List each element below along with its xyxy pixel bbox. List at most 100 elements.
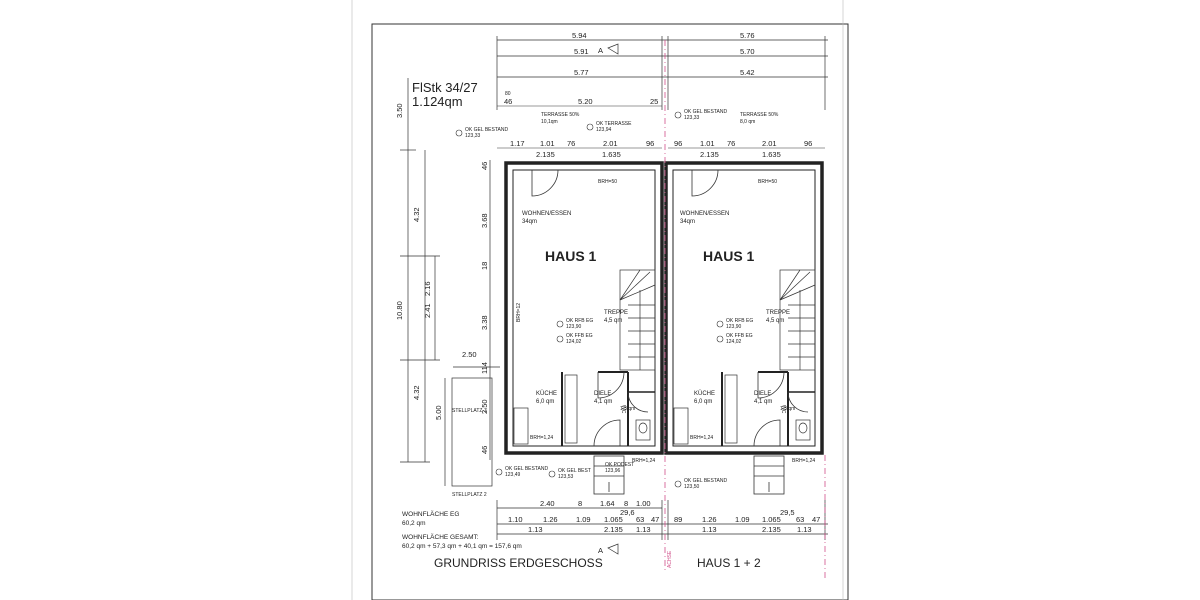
top-dim-right-2: 5.70: [740, 47, 755, 56]
parapet-2: BRH=50: [758, 179, 777, 185]
plan-subtitle: HAUS 1 + 2: [697, 556, 761, 570]
parking-length: 5.00: [434, 405, 443, 420]
stair-area-1: 4,5 qm: [604, 318, 622, 324]
parking-width: 2.50: [462, 350, 477, 359]
front-dim-2-2: 1.01: [700, 139, 715, 148]
inner-dim-7: 46: [480, 446, 489, 454]
terrace-dim-1: 46: [504, 97, 512, 106]
terrace-label-2: TERRASSE 50%: [740, 112, 779, 118]
level-marker-icon: [495, 468, 503, 476]
wc-area-1: 1,3 qm: [620, 406, 635, 412]
house-label-1: HAUS 1: [545, 248, 597, 264]
inner-dim-2: 3.68: [480, 213, 489, 228]
living-label-1: WOHNEN/ESSEN: [522, 211, 571, 217]
entrance-steps: [593, 455, 785, 495]
bottom-dimensions: [496, 500, 828, 540]
parcel-label: FlStk 34/27: [412, 80, 478, 95]
front-dim-1-2: 1.01: [540, 139, 555, 148]
parapet-1: BRH=50: [598, 179, 617, 185]
section-arrow-top: [607, 43, 619, 55]
front-sub-1-1: 2.135: [536, 150, 555, 159]
ffb-label-1: OK FFB EG: [566, 333, 593, 339]
living-label-2: WOHNEN/ESSEN: [680, 211, 729, 217]
ffb-val-2: 124,02: [726, 339, 742, 345]
front-dim-1-1: 1.17: [510, 139, 525, 148]
bottom-level2-val-1: 123,53: [558, 474, 574, 480]
bottom-row1-2: 8: [578, 499, 582, 508]
side-dim-low: 4.32: [412, 385, 421, 400]
living-total-val: 60,2 qm + 57,3 qm + 40,1 qm = 157,6 qm: [402, 543, 522, 550]
level-marker-icon: [455, 129, 463, 137]
bottom-row2-r1: 89: [674, 515, 682, 524]
parapet-low-2: BRH=1,24: [690, 435, 713, 441]
fixtures: [513, 374, 811, 445]
ffb-val-1: 124,02: [566, 339, 582, 345]
bottom-row1-3: 1.64: [600, 499, 615, 508]
side-dim-total: 10.80: [395, 301, 404, 320]
section-marker-bottom: A: [598, 546, 603, 555]
plan-title: GRUNDRISS ERDGESCHOSS: [434, 556, 603, 570]
parking-2: STELLPLATZ 2: [452, 492, 487, 498]
bottom-row1-extra: 29,6: [620, 508, 635, 517]
side-dim-top: 3.50: [395, 103, 404, 118]
side-dimensions: [400, 78, 500, 487]
bottom-level-label-2: OK GEL BESTAND: [684, 478, 727, 484]
level-marker-icon: [548, 470, 556, 478]
front-sub-2-1: 2.135: [700, 150, 719, 159]
top-dim-right-1: 5.76: [740, 31, 755, 40]
front-dim-2-5: 96: [804, 139, 812, 148]
living-total-label: WOHNFLÄCHE GESAMT:: [402, 533, 479, 541]
house-label-2: HAUS 1: [703, 248, 755, 264]
ground-level-label-1: OK GEL BESTAND: [465, 127, 508, 133]
level-marker-icon: [716, 320, 724, 328]
section-arrow-bottom: [607, 543, 619, 555]
rfb-val-1: 123,90: [566, 324, 582, 330]
parapet-low-1: BRH=1,24: [530, 435, 553, 441]
side-dim-mid: 4.32: [412, 207, 421, 222]
wc-label-1: WC: [620, 405, 626, 414]
bottom-row3-l2: 2.135: [604, 525, 623, 534]
front-dim-1-5: 96: [646, 139, 654, 148]
living-eg-label: WOHNFLÄCHE EG: [402, 510, 459, 518]
bottom-row2-l4: 1.065: [604, 515, 623, 524]
ground-level-label-2: OK GEL BESTAND: [684, 109, 727, 115]
bottom-row2-r4: 1.065: [762, 515, 781, 524]
top-dimensions: [496, 36, 828, 110]
entry-level-val-1: 123,96: [605, 468, 621, 474]
front-dim-2-4: 2.01: [762, 139, 777, 148]
bottom-row1-4: 8: [624, 499, 628, 508]
level-marker-icon: [674, 111, 682, 119]
bottom-row2-l1: 1.10: [508, 515, 523, 524]
wall-note: BRH=12: [516, 303, 522, 322]
bottom-row2-r2: 1.26: [702, 515, 717, 524]
rfb-val-2: 123,90: [726, 324, 742, 330]
wc-label-2: WC: [780, 405, 786, 414]
bottom-row3-l3: 1.13: [636, 525, 651, 534]
bottom-row3-r3: 1.13: [797, 525, 812, 534]
sheet-border: [371, 23, 849, 600]
bottom-row3-r1: 1.13: [702, 525, 717, 534]
kitchen-area-2: 6,0 qm: [694, 399, 712, 405]
bottom-row2-r3: 1.09: [735, 515, 750, 524]
bottom-row1-1: 2.40: [540, 499, 555, 508]
stair-label-2: TREPPE: [766, 310, 790, 316]
front-sub-1-2: 1.635: [602, 150, 621, 159]
front-sub-2-2: 1.635: [762, 150, 781, 159]
level-marker-icon: [556, 335, 564, 343]
front-dim-1-3: 76: [567, 139, 575, 148]
bottom-row2-l3: 1.09: [576, 515, 591, 524]
side-dim-2-41: 2.41: [423, 303, 432, 318]
terrace-area-1: 10,1qm: [541, 119, 558, 125]
walls: [504, 161, 824, 455]
parcel-area: 1.124qm: [412, 94, 463, 109]
stair-area-2: 4,5 qm: [766, 318, 784, 324]
top-dim-left-3: 5.77: [574, 68, 589, 77]
hall-area-2: 4,1 qm: [754, 399, 772, 405]
rfb-label-1: OK RFB EG: [566, 318, 593, 324]
terrace-level-label-1: OK TERRASSE: [596, 121, 632, 127]
kitchen-label-2: KÜCHE: [694, 390, 715, 397]
parapet-low2-2: BRH=1,24: [792, 458, 815, 464]
top-dim-left-2: 5.91: [574, 47, 589, 56]
side-dim-2-16: 2.16: [423, 281, 432, 296]
